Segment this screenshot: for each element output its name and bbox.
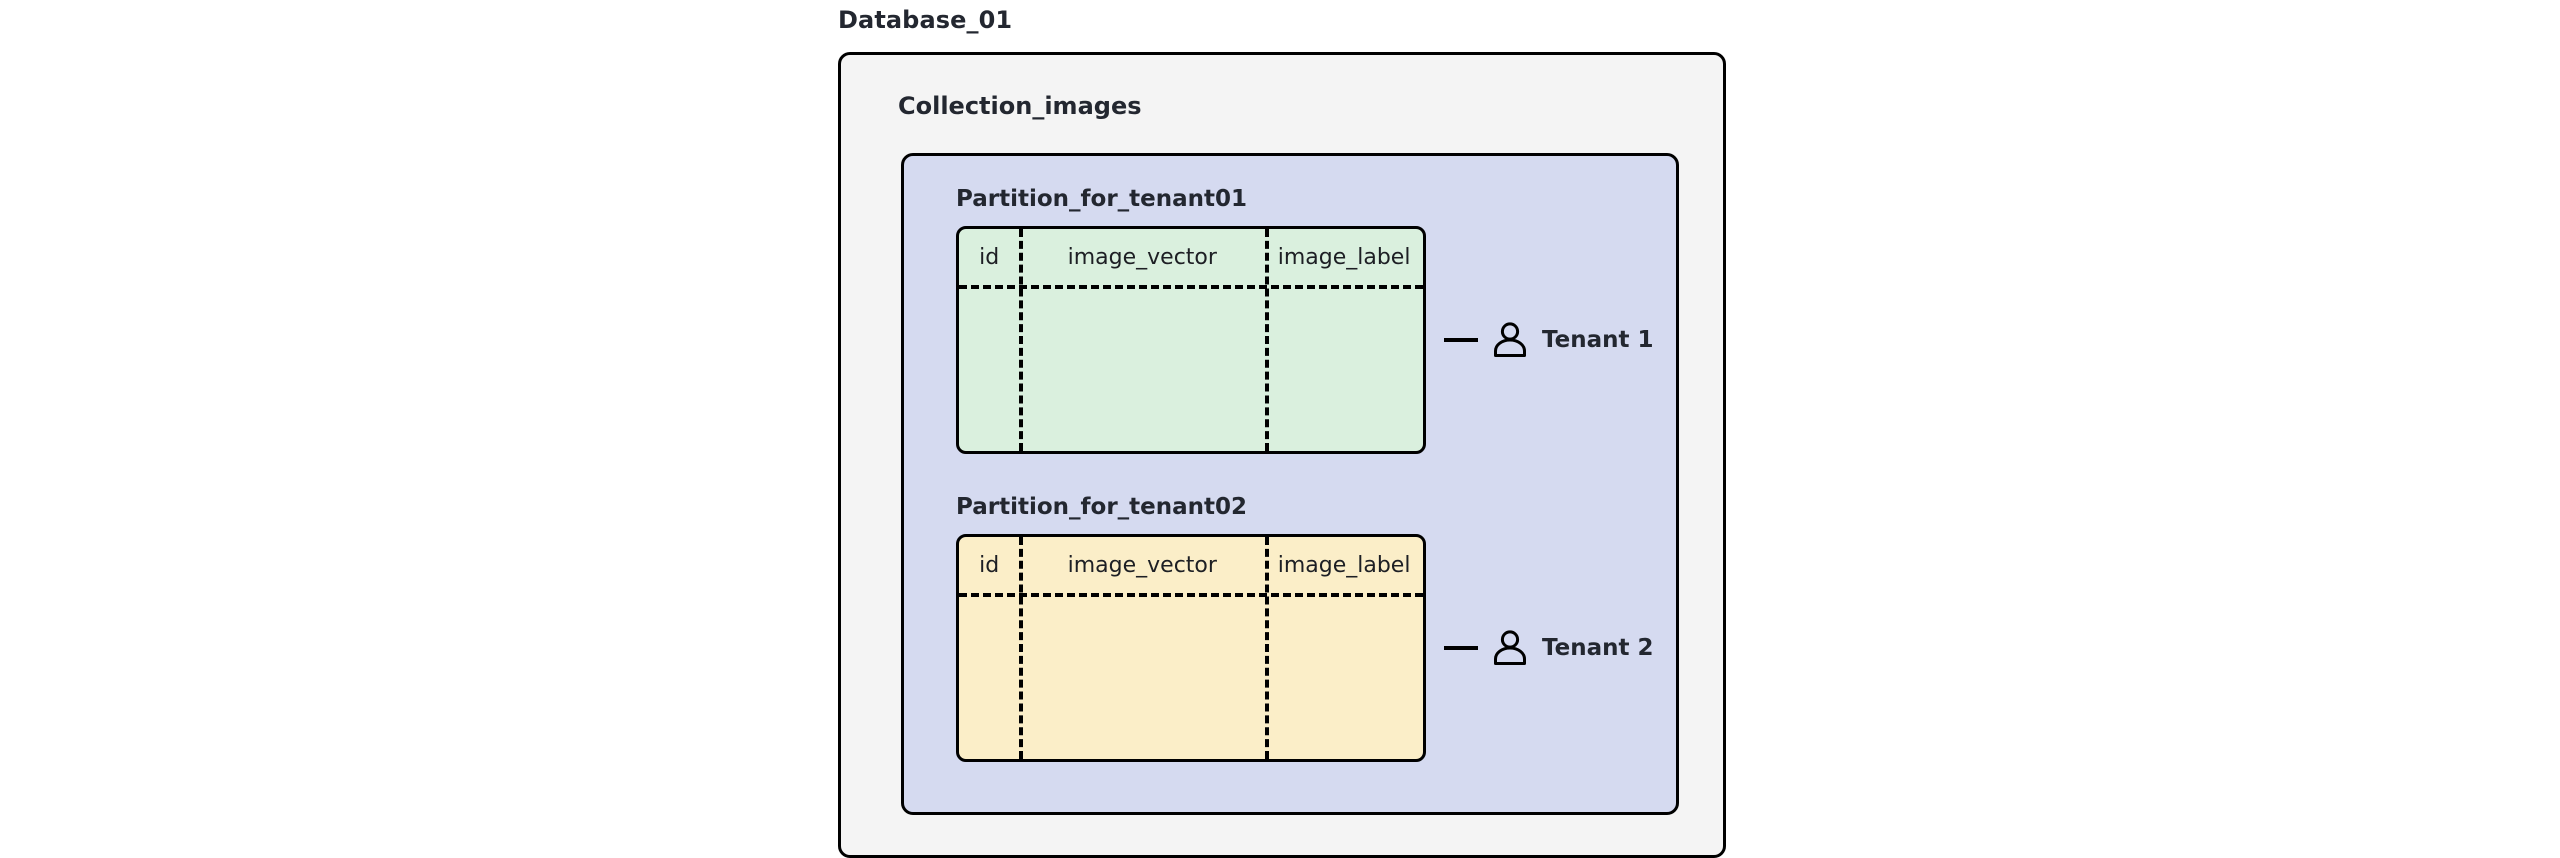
header-divider [959, 593, 1423, 597]
header-divider [959, 285, 1423, 289]
column-divider-2 [1265, 229, 1270, 451]
person-icon [1494, 322, 1526, 357]
connector-line-icon [1444, 646, 1478, 650]
table-header-row: id image_vector image_label [959, 537, 1423, 593]
table-header-row: id image_vector image_label [959, 229, 1423, 285]
column-header-id: id [979, 552, 1000, 578]
column-header-image-label: image_label [1277, 552, 1411, 578]
column-divider-2 [1265, 537, 1270, 759]
partition-table-tenant01: id image_vector image_label [956, 226, 1426, 454]
column-divider-1 [1019, 537, 1024, 759]
connector-line-icon [1444, 338, 1478, 342]
tenant-label-2: Tenant 2 [1542, 635, 1654, 661]
tenant-annotation-2: Tenant 2 [1444, 620, 1654, 676]
tenant-label-1: Tenant 1 [1542, 327, 1654, 353]
partition-label-tenant02: Partition_for_tenant02 [956, 494, 1248, 520]
column-header-image-vector: image_vector [1067, 244, 1217, 270]
tenant-annotation-1: Tenant 1 [1444, 312, 1654, 368]
collection-label: Collection_images [898, 92, 1142, 120]
collection-box: Partition_for_tenant01 id image_vector i… [901, 153, 1679, 815]
person-icon [1494, 630, 1526, 665]
database-label: Database_01 [838, 6, 1013, 34]
column-header-image-vector: image_vector [1067, 552, 1217, 578]
column-header-image-label: image_label [1277, 244, 1411, 270]
database-box: Collection_images Partition_for_tenant01… [838, 52, 1726, 858]
column-divider-1 [1019, 229, 1024, 451]
partition-label-tenant01: Partition_for_tenant01 [956, 186, 1248, 212]
column-header-id: id [979, 244, 1000, 270]
partition-table-tenant02: id image_vector image_label [956, 534, 1426, 762]
